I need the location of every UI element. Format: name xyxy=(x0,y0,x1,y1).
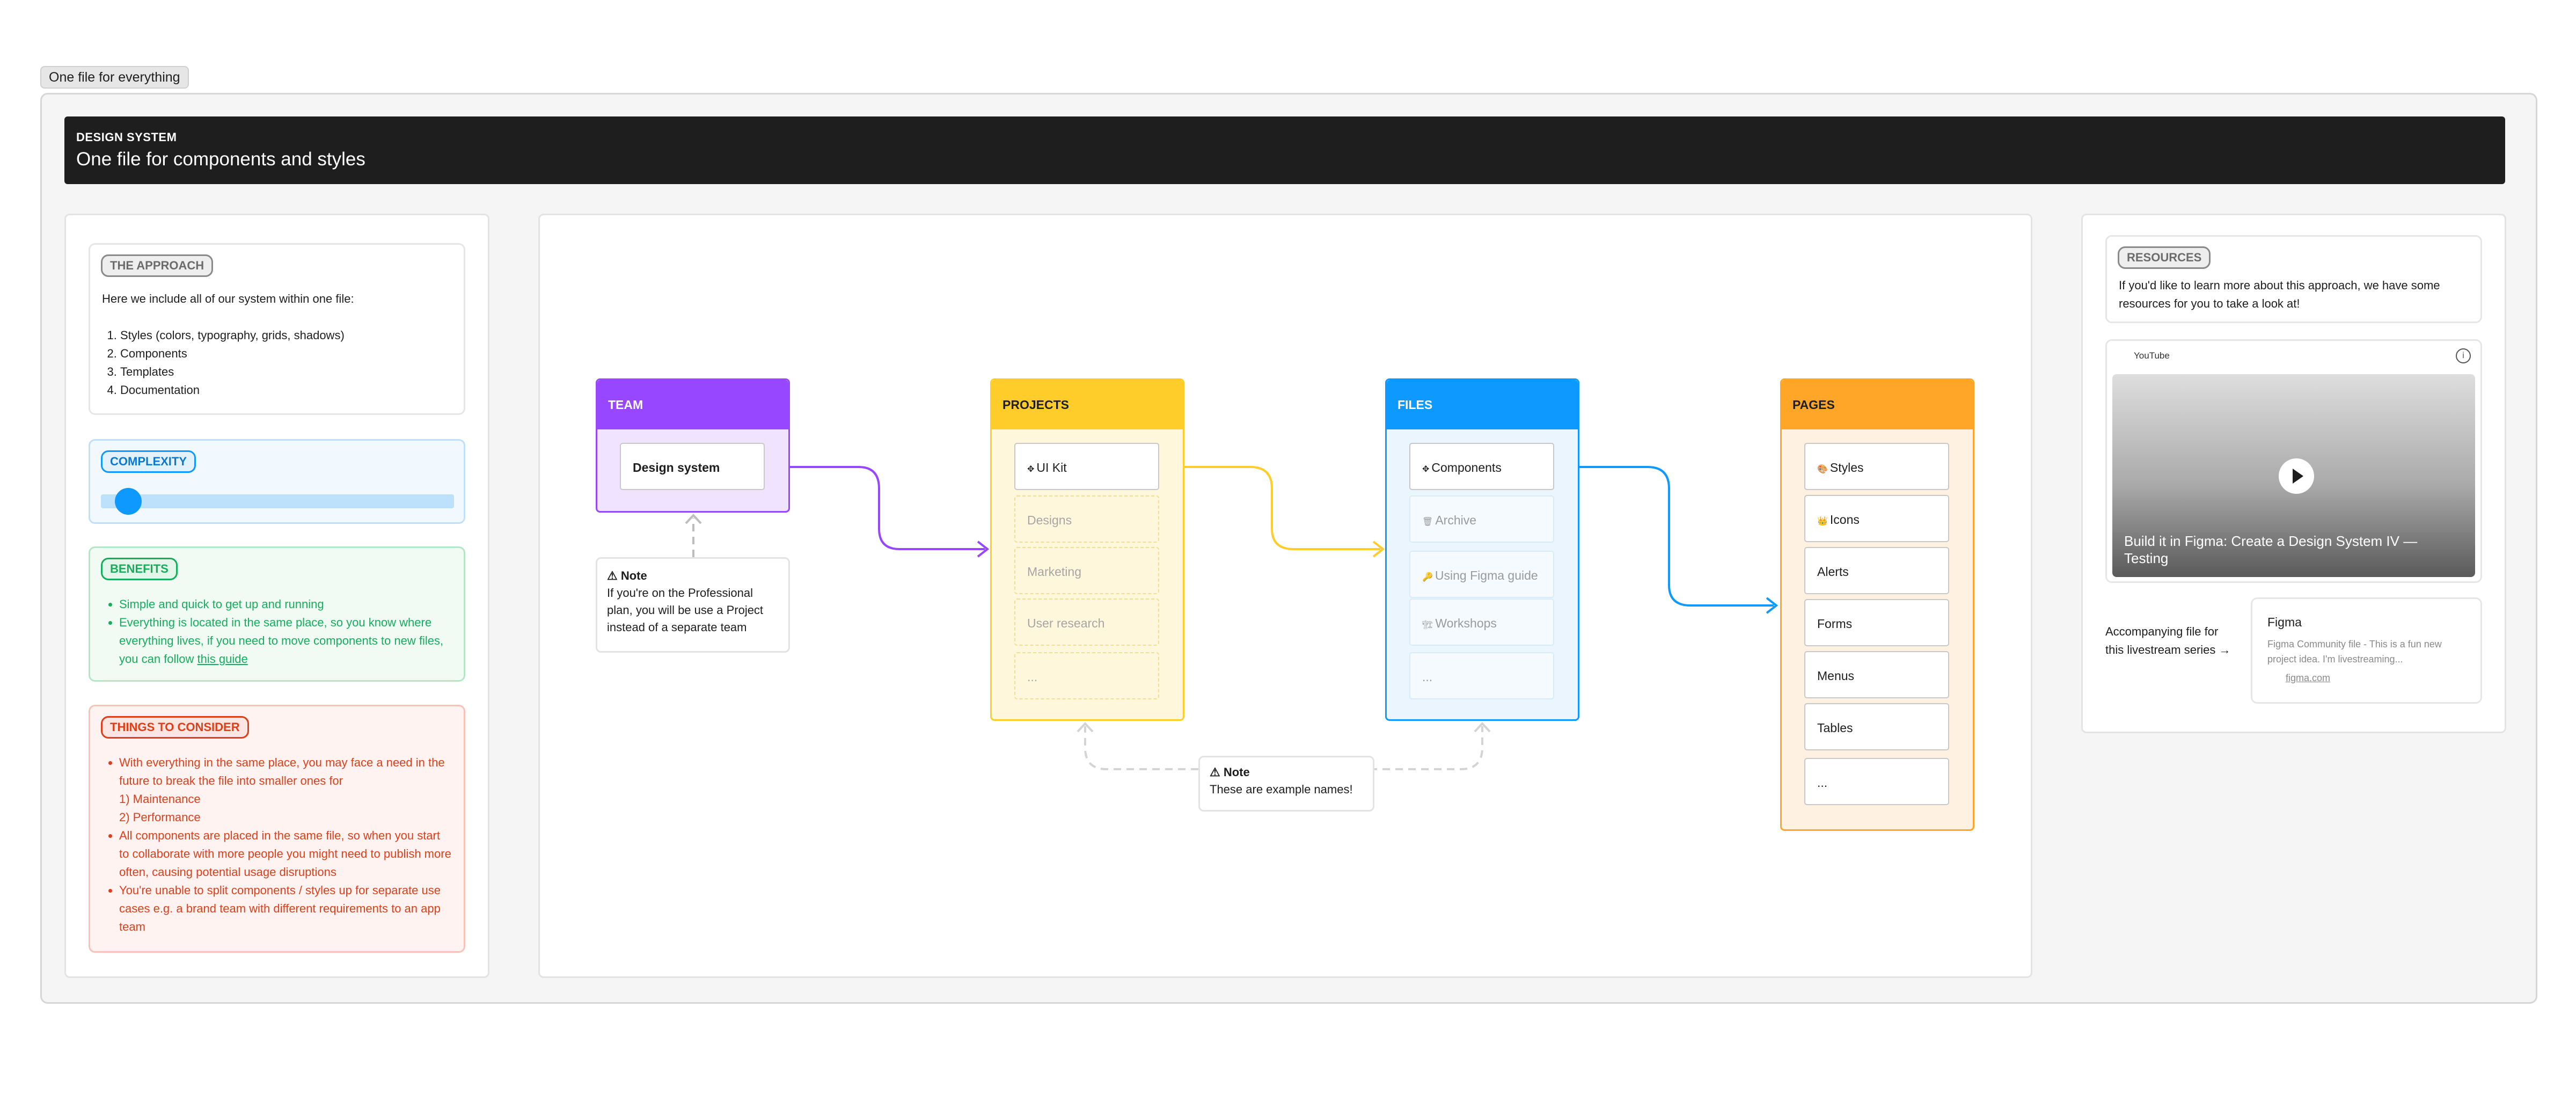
note-text: If you're on the Professional plan, you … xyxy=(607,586,764,634)
project-item-user-research[interactable]: User research xyxy=(1014,598,1159,646)
info-icon[interactable]: i xyxy=(2456,348,2471,363)
resources-pill: RESOURCES xyxy=(2118,246,2211,269)
approach-card: THE APPROACH Here we include all of our … xyxy=(89,243,465,415)
page-item-alerts[interactable]: Alerts xyxy=(1804,547,1949,594)
file-item-more[interactable]: ... xyxy=(1409,652,1554,699)
consider-text: With everything in the same place, you m… xyxy=(119,756,445,787)
complexity-slider-track[interactable] xyxy=(101,494,454,508)
project-item-more[interactable]: ... xyxy=(1014,652,1159,699)
files-card: FILES ✥Components 🗑Archive 🔑Using Figma … xyxy=(1385,378,1579,721)
palette-icon: 🎨 xyxy=(1817,465,1828,474)
file-card-link[interactable]: figma.com xyxy=(2286,673,2331,683)
page-item-more[interactable]: ... xyxy=(1804,758,1949,805)
page-item-menus[interactable]: Menus xyxy=(1804,651,1949,698)
list-item: Everything is located in the same place,… xyxy=(119,614,452,668)
youtube-source: YouTube xyxy=(2134,351,2170,361)
page-item-styles[interactable]: 🎨Styles xyxy=(1804,443,1949,490)
figma-file-card[interactable]: Figma Figma Community file - This is a f… xyxy=(2251,597,2482,704)
trash-icon: 🗑 xyxy=(1422,517,1433,527)
component-icon: ✥ xyxy=(1027,465,1035,474)
video-thumbnail[interactable]: Build it in Figma: Create a Design Syste… xyxy=(2112,374,2475,577)
crown-icon: 👑 xyxy=(1817,517,1828,526)
page-item-tables[interactable]: Tables xyxy=(1804,703,1949,750)
file-item-archive[interactable]: 🗑Archive xyxy=(1409,495,1554,543)
header-eyebrow: DESIGN SYSTEM xyxy=(76,130,177,144)
projects-header: PROJECTS xyxy=(992,380,1183,429)
consider-sub: 2) Performance xyxy=(119,811,201,824)
benefit-text: Everything is located in the same place,… xyxy=(119,616,444,666)
note-title: ⚠ Note xyxy=(1210,764,1363,781)
key-icon: 🔑 xyxy=(1422,573,1433,582)
project-item-ui-kit[interactable]: ✥UI Kit xyxy=(1014,443,1159,490)
consider-sub: 1) Maintenance xyxy=(119,792,201,806)
video-title: Build it in Figma: Create a Design Syste… xyxy=(2124,533,2418,566)
file-card-title: Figma xyxy=(2267,615,2302,629)
consider-pill: THINGS TO CONSIDER xyxy=(101,716,249,739)
project-item-label: UI Kit xyxy=(1036,461,1067,474)
team-note: ⚠ Note If you're on the Professional pla… xyxy=(596,557,790,653)
this-guide-link[interactable]: this guide xyxy=(197,652,248,666)
file-item-label: Using Figma guide xyxy=(1435,568,1538,582)
note-title-text: Note xyxy=(1223,765,1250,779)
team-header: TEAM xyxy=(597,380,788,429)
consider-card: THINGS TO CONSIDER With everything in th… xyxy=(89,705,465,953)
example-names-note: ⚠ Note These are example names! xyxy=(1198,756,1374,812)
file-item-label: Components xyxy=(1431,461,1502,474)
complexity-card: COMPLEXITY xyxy=(89,439,465,524)
component-icon: ✥ xyxy=(1422,465,1430,474)
projects-card: PROJECTS ✥UI Kit Designs Marketing User … xyxy=(990,378,1184,721)
approach-pill: THE APPROACH xyxy=(101,254,214,277)
team-card: TEAM Design system xyxy=(596,378,790,513)
list-item: Simple and quick to get up and running xyxy=(119,595,452,614)
consider-list: With everything in the same place, you m… xyxy=(101,754,452,936)
pages-header: PAGES xyxy=(1782,380,1973,429)
frame-label[interactable]: One file for everything xyxy=(40,66,189,89)
approach-intro: Here we include all of our system within… xyxy=(102,292,354,305)
projects-to-files-arrow xyxy=(1160,466,1380,550)
team-item-design-system[interactable]: Design system xyxy=(620,443,765,490)
page-title: One file for components and styles xyxy=(76,149,365,170)
file-item-workshops[interactable]: 🏗Workshops xyxy=(1409,598,1554,646)
warning-icon: ⚠ xyxy=(1210,765,1220,779)
resources-text: If you'd like to learn more about this a… xyxy=(2119,279,2440,310)
file-item-components[interactable]: ✥Components xyxy=(1409,443,1554,490)
complexity-slider-handle[interactable] xyxy=(115,488,142,515)
complexity-pill: COMPLEXITY xyxy=(101,450,196,473)
pages-card: PAGES 🎨Styles 👑Icons Alerts Forms Menus … xyxy=(1780,378,1974,831)
file-item-label: Workshops xyxy=(1435,616,1497,630)
resources-card: RESOURCES If you'd like to learn more ab… xyxy=(2105,235,2482,323)
accompany-text: Accompanying file for this livestream se… xyxy=(2105,625,2231,656)
project-item-marketing[interactable]: Marketing xyxy=(1014,547,1159,594)
page-item-label: Icons xyxy=(1829,513,1860,527)
page-item-label: Styles xyxy=(1829,461,1864,474)
list-item: Styles (colors, typography, grids, shado… xyxy=(120,326,452,345)
list-item: Components xyxy=(120,345,452,363)
play-icon[interactable] xyxy=(2279,458,2314,494)
benefits-pill: BENEFITS xyxy=(101,558,178,580)
note-title: ⚠ Note xyxy=(607,567,779,585)
files-to-pages-arrow xyxy=(1555,466,1774,607)
list-item: Documentation xyxy=(120,381,452,399)
approach-list: Styles (colors, typography, grids, shado… xyxy=(102,326,452,399)
page-item-forms[interactable]: Forms xyxy=(1804,599,1949,646)
list-item: You're unable to split components / styl… xyxy=(119,881,452,936)
project-item-designs[interactable]: Designs xyxy=(1014,495,1159,543)
file-item-label: Archive xyxy=(1435,513,1477,527)
workshop-icon: 🏗 xyxy=(1422,620,1433,630)
youtube-embed[interactable]: YouTube i Build it in Figma: Create a De… xyxy=(2105,339,2482,583)
list-item: With everything in the same place, you m… xyxy=(119,754,452,827)
warning-icon: ⚠ xyxy=(607,569,618,582)
list-item: Templates xyxy=(120,363,452,381)
benefits-list: Simple and quick to get up and running E… xyxy=(101,595,452,668)
page-header: DESIGN SYSTEM One file for components an… xyxy=(64,116,2505,184)
file-item-figma-guide[interactable]: 🔑Using Figma guide xyxy=(1409,551,1554,598)
note-title-text: Note xyxy=(620,569,647,582)
team-to-projects-arrow xyxy=(765,466,985,550)
list-item: All components are placed in the same fi… xyxy=(119,827,452,881)
files-header: FILES xyxy=(1387,380,1578,429)
page-item-icons[interactable]: 👑Icons xyxy=(1804,495,1949,542)
benefits-card: BENEFITS Simple and quick to get up and … xyxy=(89,546,465,682)
file-card-desc: Figma Community file - This is a fun new… xyxy=(2267,639,2442,665)
note-text: These are example names! xyxy=(1210,783,1353,796)
